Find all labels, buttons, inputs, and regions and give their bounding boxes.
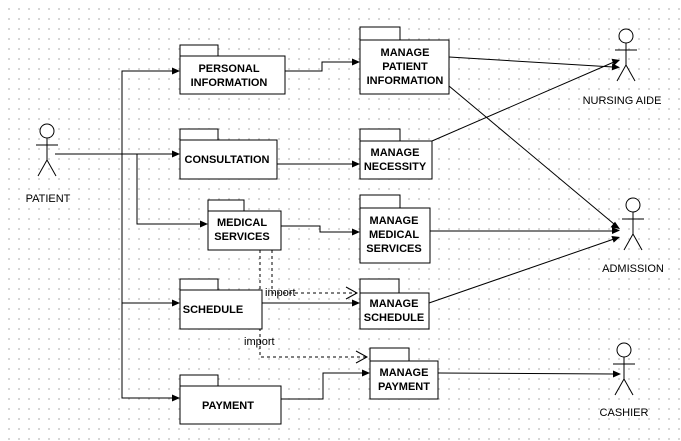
- import-label-payment: import: [244, 336, 275, 348]
- package-to-manage-links: [262, 58, 370, 400]
- package-consultation-label: CONSULTATION: [185, 154, 270, 166]
- package-manage-patient-information-line3: INFORMATION: [367, 75, 444, 87]
- package-payment-label: PAYMENT: [202, 400, 254, 412]
- package-manage-medical-services[interactable]: MANAGE MEDICAL SERVICES: [359, 194, 431, 264]
- package-payment[interactable]: PAYMENT: [179, 374, 282, 425]
- package-medical-services[interactable]: MEDICAL SERVICES: [207, 199, 282, 251]
- package-medical-services-line1: MEDICAL: [217, 217, 267, 229]
- actor-nursing-aide[interactable]: NURSING AIDE: [583, 28, 662, 107]
- package-manage-medical-services-line1: MANAGE: [370, 215, 419, 227]
- package-consultation[interactable]: CONSULTATION: [179, 128, 278, 180]
- package-manage-schedule-line2: SCHEDULE: [364, 312, 425, 324]
- actor-nursing-aide-label: NURSING AIDE: [583, 95, 662, 107]
- import-dependencies: [259, 250, 369, 364]
- package-manage-payment-line1: MANAGE: [380, 367, 429, 379]
- import-label-schedule: import: [265, 287, 296, 299]
- manage-to-actor-links: [428, 56, 621, 378]
- actor-cashier-label: CASHIER: [600, 407, 649, 419]
- package-manage-patient-information[interactable]: MANAGE PATIENT INFORMATION: [359, 26, 450, 95]
- actor-patient-label: PATIENT: [26, 193, 71, 205]
- package-medical-services-line2: SERVICES: [214, 231, 269, 243]
- actor-patient[interactable]: PATIENT: [26, 123, 71, 205]
- package-manage-patient-information-line2: PATIENT: [382, 61, 428, 73]
- actor-admission-label: ADMISSION: [602, 263, 664, 275]
- package-schedule-label: SCHEDULE: [183, 304, 244, 316]
- package-personal-information-line1: PERSONAL: [198, 63, 259, 75]
- patient-associations: [55, 67, 208, 402]
- package-manage-necessity-line2: NECESSITY: [364, 161, 427, 173]
- package-schedule[interactable]: SCHEDULE: [179, 278, 263, 330]
- actor-admission[interactable]: ADMISSION: [602, 197, 664, 275]
- package-manage-payment-line2: PAYMENT: [378, 381, 430, 393]
- package-manage-schedule[interactable]: MANAGE SCHEDULE: [359, 278, 430, 330]
- package-personal-information-line2: INFORMATION: [191, 77, 268, 89]
- actor-cashier[interactable]: CASHIER: [600, 342, 649, 419]
- package-manage-schedule-line1: MANAGE: [370, 298, 419, 310]
- package-manage-medical-services-line3: SERVICES: [366, 243, 421, 255]
- package-personal-information[interactable]: PERSONAL INFORMATION: [179, 44, 286, 95]
- package-manage-medical-services-line2: MEDICAL: [369, 229, 419, 241]
- package-manage-necessity[interactable]: MANAGE NECESSITY: [359, 128, 433, 180]
- package-manage-payment[interactable]: MANAGE PAYMENT: [369, 347, 439, 400]
- package-manage-necessity-line1: MANAGE: [371, 147, 420, 159]
- package-manage-patient-information-line1: MANAGE: [381, 47, 430, 59]
